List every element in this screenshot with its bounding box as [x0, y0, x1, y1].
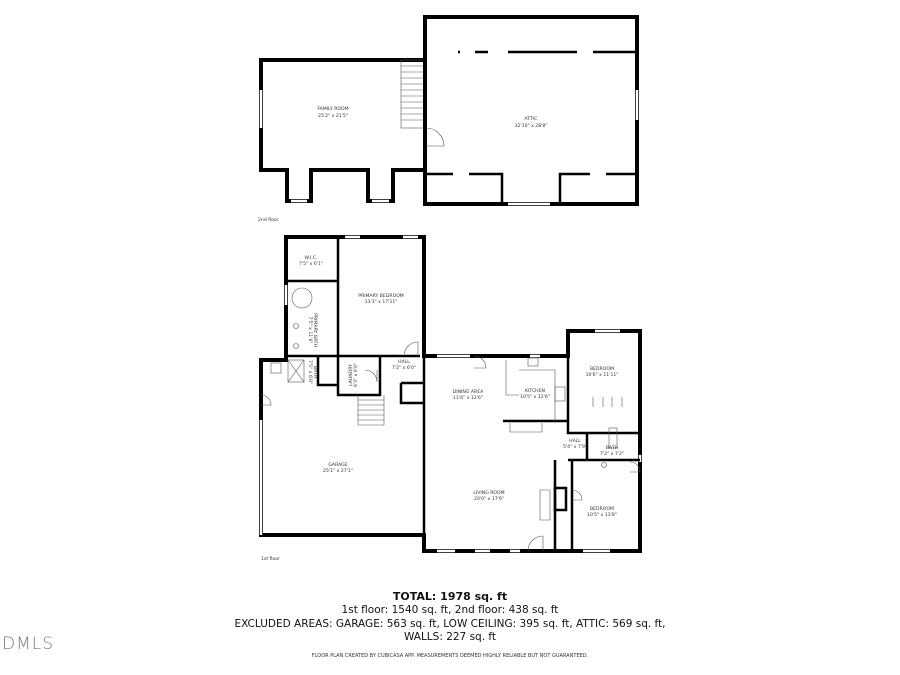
second-floor-plan: FAMILY ROOM 25'2" x 21'5" ATTIC 32'10" x…	[258, 15, 639, 223]
room-name: W.I.C.	[305, 255, 318, 261]
dmls-logo: DMLS	[2, 634, 55, 654]
room-dims: 10'5" x 13'8"	[587, 512, 617, 518]
bathtub	[608, 427, 618, 449]
room-name: LAUNDRY	[348, 364, 354, 386]
room-dims: 13'3" x 17'11"	[365, 299, 398, 305]
floor-label: 2nd floor	[258, 217, 279, 223]
room-dims: 25'1" x 27'1"	[323, 468, 353, 474]
room-name: DINING AREA	[453, 389, 484, 395]
room-name: ATTIC	[525, 116, 538, 122]
first-floor-plan: W.I.C. 7'5" x 6'1" PRIMARY BEDROOM 13'3"…	[259, 235, 642, 562]
sink	[527, 357, 539, 367]
room-name: PRIMARY BATH	[312, 313, 318, 347]
door	[425, 127, 445, 147]
room-dims: 10'6" x 11'11"	[586, 372, 619, 378]
room-name: BEDROOM	[590, 366, 614, 372]
room-name: HALL	[569, 438, 581, 444]
attic-walls	[423, 15, 639, 206]
room-name: KITCHEN	[525, 388, 545, 394]
kitchen-counters	[505, 360, 556, 433]
family-room-walls	[259, 58, 425, 203]
total-area: TOTAL: 1978 sq. ft	[392, 590, 508, 603]
room-name: FAMILY ROOM	[317, 106, 348, 112]
room-name: PRIMARY BEDROOM	[358, 293, 404, 299]
walls-area: WALLS: 227 sq. ft	[403, 631, 497, 643]
room-dims: 7'2" x 7'2"	[600, 451, 624, 457]
floor-areas: 1st floor: 1540 sq. ft, 2nd floor: 438 s…	[341, 604, 559, 616]
room-name: BATH	[312, 366, 318, 378]
room-name: HALL	[398, 359, 410, 365]
room-name: GARAGE	[328, 462, 347, 468]
bathtub	[291, 287, 313, 309]
excluded-areas: EXCLUDED AREAS: GARAGE: 563 sq. ft, LOW …	[234, 618, 666, 630]
room-dims: 32'10" x 28'8"	[515, 123, 548, 129]
room-dims: 7'2" x 6'0"	[392, 365, 416, 371]
stove	[554, 386, 566, 402]
room-name: BEDROOM	[590, 506, 614, 512]
disclaimer: FLOOR PLAN CREATED BY CUBICASA APP. MEAS…	[311, 653, 589, 659]
room-dims: 10'5" x 12'6"	[520, 394, 550, 400]
stairs	[357, 395, 385, 426]
room-dims: 7'5" x 6'0"	[307, 360, 313, 384]
stairs	[400, 59, 426, 129]
room-name: BATH	[606, 445, 618, 451]
room-dims: 7'5" x 6'1"	[299, 261, 323, 267]
room-dims: 11'6" x 12'6"	[453, 395, 483, 401]
room-dims: 7'5" x 11'6"	[307, 316, 313, 343]
room-dims: 25'2" x 21'5"	[318, 113, 348, 119]
room-name: LIVING ROOM	[473, 490, 504, 496]
water-heater	[270, 362, 282, 374]
room-dims: 6'3" x 6'0"	[353, 363, 359, 387]
floor-label: 1st floor	[261, 556, 280, 562]
room-dims: 5'4" x 7'9"	[563, 444, 587, 450]
exterior-walls	[259, 235, 642, 553]
fireplace	[553, 486, 568, 512]
room-dims: 20'0" x 17'9"	[474, 496, 504, 502]
